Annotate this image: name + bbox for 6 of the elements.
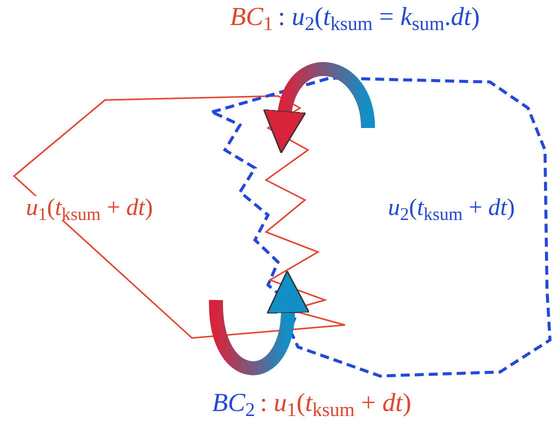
boundary-condition-label: BC$_{1}$	[230, 4, 273, 30]
domain-label: u$_{1}$(t$_{ksum}$ + dt)	[24, 196, 155, 220]
boundary-condition-label: : u$_{2}$(t$_{ksum}$ = k$_{sum}$.dt)	[278, 4, 480, 30]
boundary-condition-label: : u$_{1}$(t$_{ksum}$ + dt)	[260, 390, 412, 416]
boundary-condition-label: BC$_{2}$	[212, 390, 255, 416]
domain-label: u$_{2}$(t$_{ksum}$ + dt)	[386, 196, 517, 220]
